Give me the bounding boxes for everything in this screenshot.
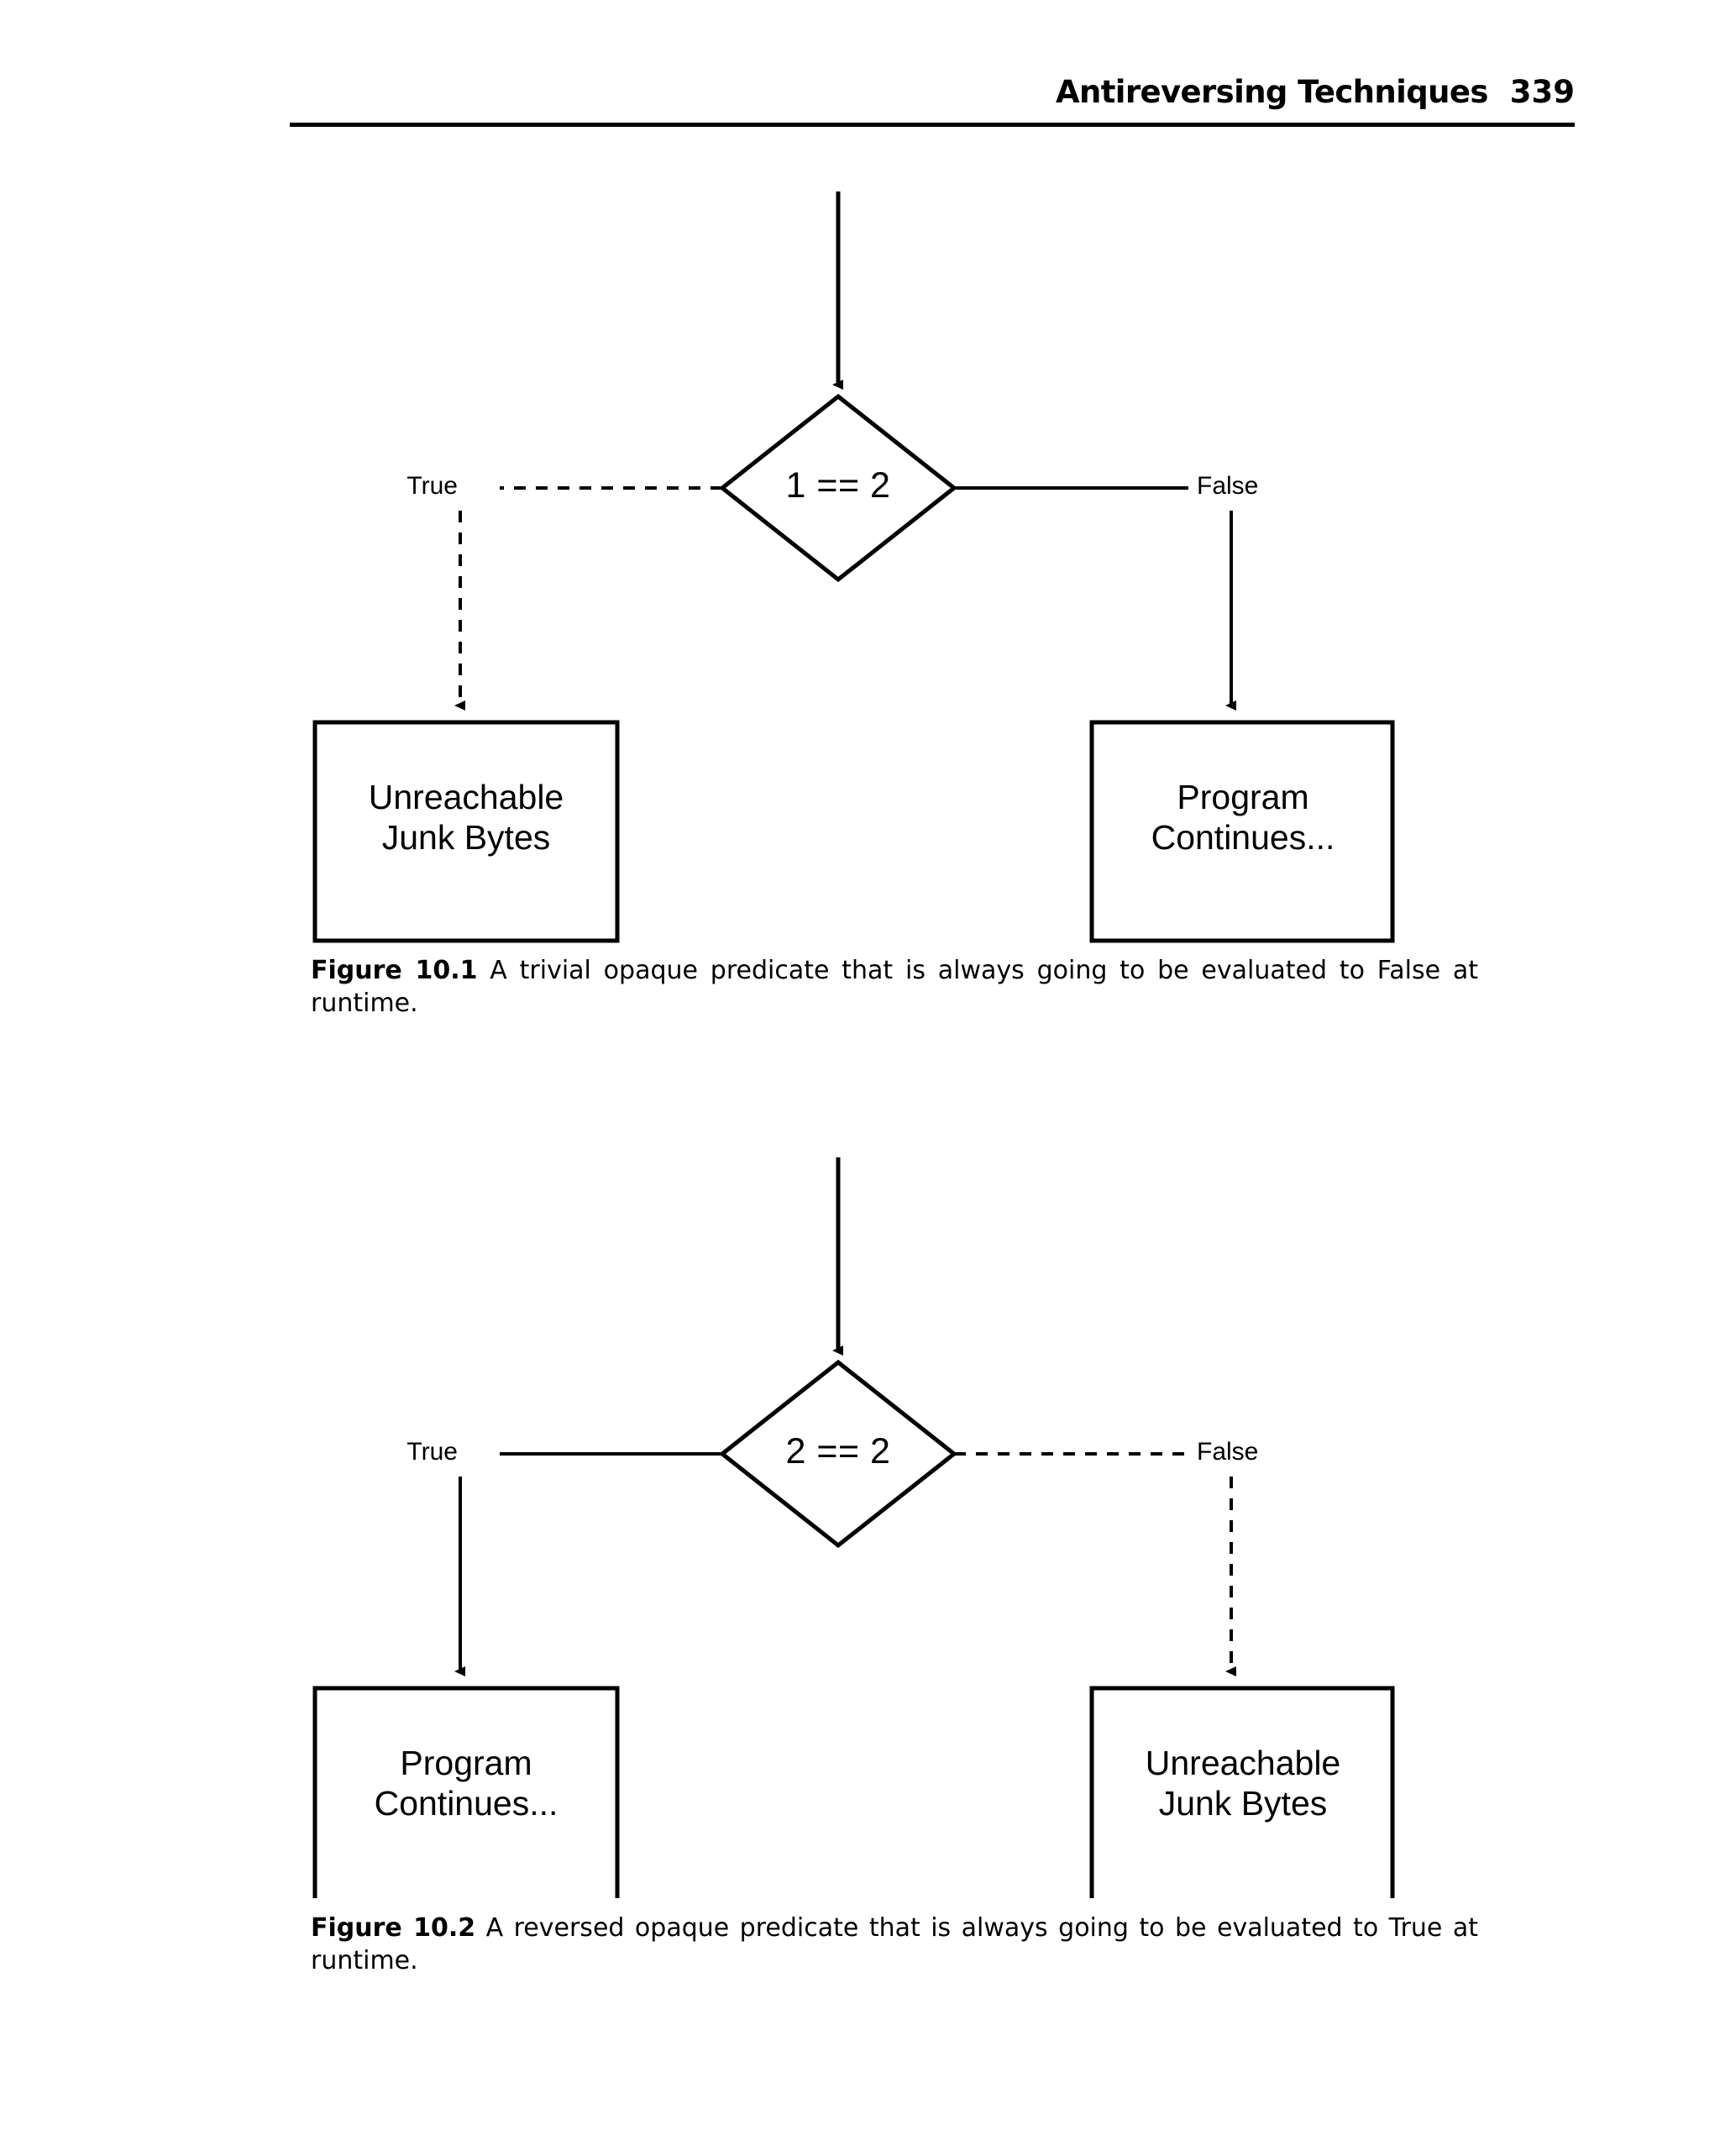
- figure-10-2-caption-number: Figure 10.2: [311, 1913, 476, 1943]
- false-edge-label-1: False: [1197, 472, 1259, 500]
- left-box-2: [312, 1686, 620, 1898]
- decision-label-1: 1 == 2: [785, 465, 891, 506]
- decision-diamond-2: [718, 1359, 958, 1549]
- figure-10-2-caption: Figure 10.2 A reversed opaque predicate …: [311, 1912, 1478, 1977]
- flowchart-diagram-2: 2 == 2 True False Program Continues... U…: [0, 949, 1720, 1898]
- figure-10-2-caption-text: A reversed opaque predicate that is alwa…: [311, 1913, 1478, 1975]
- running-head-title: Antireversing Techniques: [1055, 74, 1488, 110]
- decision-label-2: 2 == 2: [785, 1431, 891, 1471]
- false-edge-label-2: False: [1197, 1438, 1259, 1466]
- true-edge-label-1: True: [406, 472, 458, 500]
- left-box-label-1: Unreachable Junk Bytes: [368, 778, 564, 857]
- page-number: 339: [1509, 74, 1575, 110]
- flowchart-diagram-1: 1 == 2 True False Unreachable Junk Bytes…: [0, 0, 1720, 949]
- page-running-head: Antireversing Techniques 339: [290, 74, 1575, 110]
- left-box-1: [312, 720, 620, 943]
- figure-10-1-caption-number: Figure 10.1: [311, 956, 478, 985]
- decision-diamond-1: [718, 393, 958, 583]
- figure-10-1-caption: Figure 10.1 A trivial opaque predicate t…: [311, 954, 1478, 1020]
- header-rule-divider: [290, 123, 1575, 127]
- right-box-2: [1089, 1686, 1395, 1898]
- left-box-label-2: Program Continues...: [374, 1744, 558, 1823]
- right-box-label-1: Program Continues...: [1151, 778, 1335, 857]
- true-edge-label-2: True: [406, 1438, 458, 1466]
- right-box-label-2: Unreachable Junk Bytes: [1145, 1744, 1341, 1823]
- right-box-1: [1089, 720, 1395, 943]
- figure-10-1-caption-text: A trivial opaque predicate that is alway…: [311, 956, 1478, 1018]
